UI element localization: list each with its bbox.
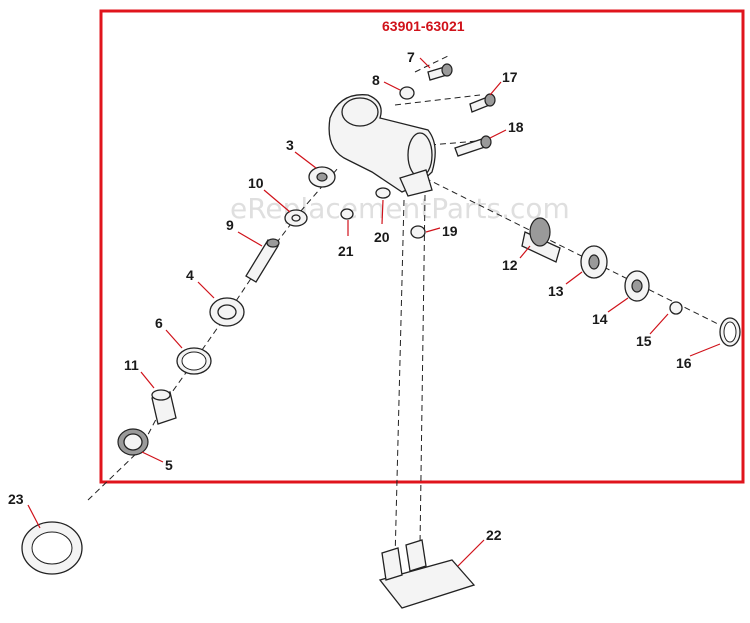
callout-16: 16 [676,355,692,371]
callout-20: 20 [374,229,390,245]
part-shapes [21,63,741,609]
callout-11: 11 [124,357,139,373]
callout-18: 18 [508,119,524,135]
callout-15: 15 [636,333,652,349]
callout-10: 10 [248,175,264,191]
callout-4: 4 [186,267,194,283]
callout-3: 3 [286,137,294,153]
callout-5: 5 [165,457,173,473]
callout-7: 7 [407,49,415,65]
callout-17: 17 [502,69,518,85]
gear-housing [328,94,436,197]
callout-8: 8 [372,72,380,88]
watermark: eReplacementParts.com [230,192,570,225]
callout-23: 23 [8,491,24,507]
callout-6: 6 [155,315,163,331]
leader-lines [27,57,721,567]
callout-21: 21 [338,243,354,259]
callout-13: 13 [548,283,564,299]
callout-19: 19 [442,223,458,239]
callout-14: 14 [592,311,608,327]
callout-numbers: 3 10 9 4 6 11 5 8 7 17 18 21 20 19 12 13… [8,49,692,543]
callout-12: 12 [502,257,518,273]
assembly-frame [99,9,745,484]
callout-9: 9 [226,217,234,233]
assembly-title: 63901-63021 [382,18,465,34]
callout-22: 22 [486,527,502,543]
